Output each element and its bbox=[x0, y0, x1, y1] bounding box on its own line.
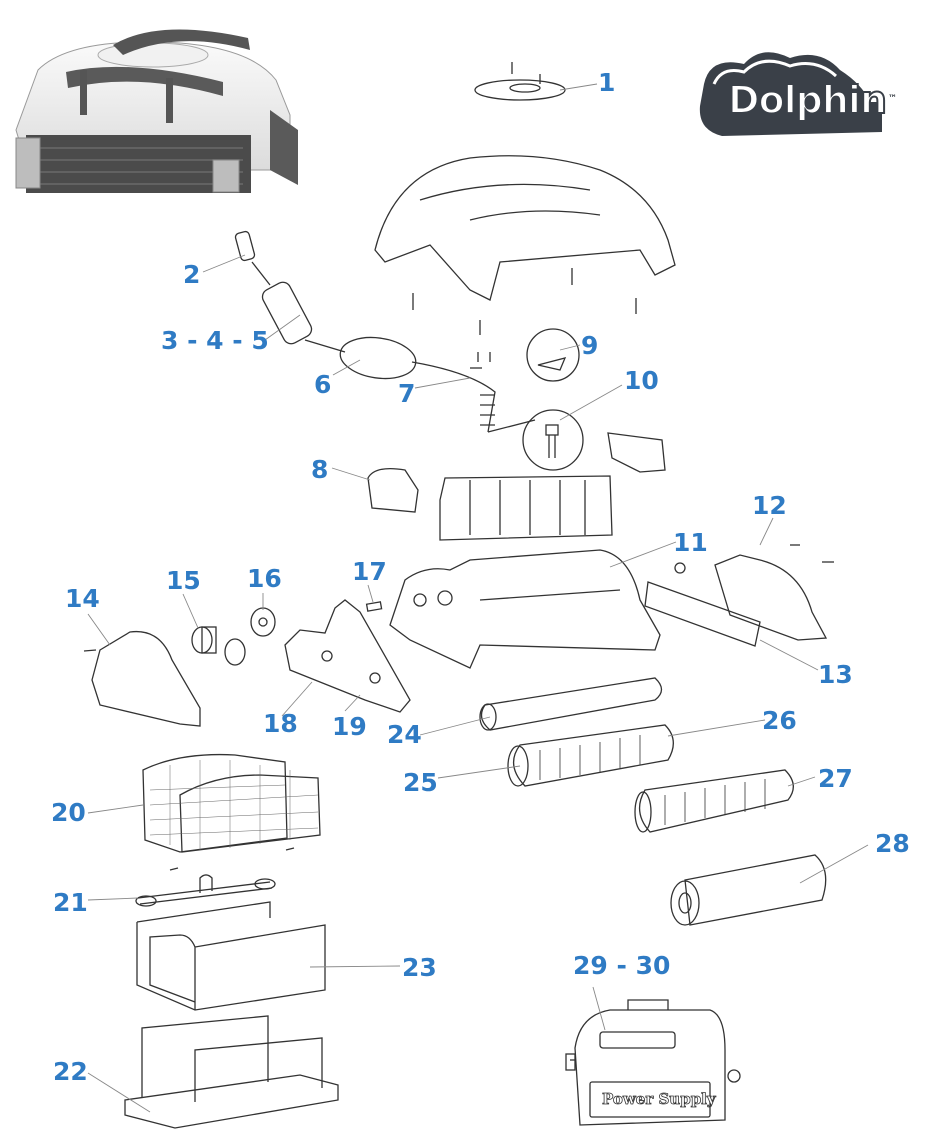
part-23-drawing bbox=[136, 901, 326, 1011]
callout-17: 17 bbox=[352, 557, 387, 586]
callout-26: 26 bbox=[762, 706, 797, 735]
power-supply-drawing bbox=[565, 999, 741, 1126]
robotic-pool-cleaner-photo bbox=[15, 29, 298, 193]
callout-14: 14 bbox=[65, 584, 100, 613]
callout-21: 21 bbox=[53, 888, 88, 917]
callout-10: 10 bbox=[624, 366, 659, 395]
callout-24: 24 bbox=[387, 720, 422, 749]
callout-7: 7 bbox=[398, 379, 416, 408]
part-18-drawing bbox=[284, 599, 411, 713]
part-21-drawing bbox=[137, 881, 273, 905]
part-26-drawing bbox=[513, 724, 674, 787]
callout-9: 9 bbox=[581, 331, 599, 360]
callout-6: 6 bbox=[314, 370, 332, 399]
callout-22: 22 bbox=[53, 1057, 88, 1086]
callout-15: 15 bbox=[166, 566, 201, 595]
detail-circle-10 bbox=[522, 409, 584, 471]
part-20-drawing bbox=[142, 753, 321, 871]
part-12-drawing bbox=[714, 554, 828, 641]
callout-27: 27 bbox=[818, 764, 853, 793]
part-22-drawing bbox=[124, 1074, 339, 1129]
part-27-drawing bbox=[638, 769, 794, 833]
callout-8: 8 bbox=[311, 455, 329, 484]
trademark-symbol: ™ bbox=[888, 94, 897, 104]
callout-20: 20 bbox=[51, 798, 86, 827]
callout-2: 2 bbox=[183, 260, 201, 289]
callout-28: 28 bbox=[875, 829, 910, 858]
logo-text: Dolphin bbox=[727, 77, 888, 123]
part-1-drawing bbox=[474, 62, 566, 101]
part-13-drawing bbox=[644, 581, 761, 647]
callout-11: 11 bbox=[673, 528, 708, 557]
callout-12: 12 bbox=[752, 491, 787, 520]
logo-wave-shape bbox=[699, 52, 882, 137]
part-11-drawing bbox=[389, 475, 661, 669]
callout-3-4-5: 3 - 4 - 5 bbox=[161, 326, 269, 355]
callout-29-30: 29 - 30 bbox=[573, 951, 671, 980]
callout-23: 23 bbox=[402, 953, 437, 982]
dolphin-logo: Dolphin ™ bbox=[692, 44, 912, 144]
top-cover-drawing bbox=[374, 155, 676, 335]
callout-13: 13 bbox=[818, 660, 853, 689]
callout-18: 18 bbox=[263, 709, 298, 738]
detail-circle-9 bbox=[526, 328, 580, 382]
callout-19: 19 bbox=[332, 712, 367, 741]
cable-assembly-drawing bbox=[234, 230, 536, 433]
callout-16: 16 bbox=[247, 564, 282, 593]
part-14-drawing bbox=[91, 630, 201, 727]
leader-lines bbox=[87, 83, 869, 1113]
part-24-drawing bbox=[480, 677, 663, 731]
part-28-drawing bbox=[684, 854, 827, 926]
callout-25: 25 bbox=[403, 768, 438, 797]
power-supply-label: Power Supply bbox=[602, 1090, 716, 1109]
callout-1: 1 bbox=[598, 68, 616, 97]
